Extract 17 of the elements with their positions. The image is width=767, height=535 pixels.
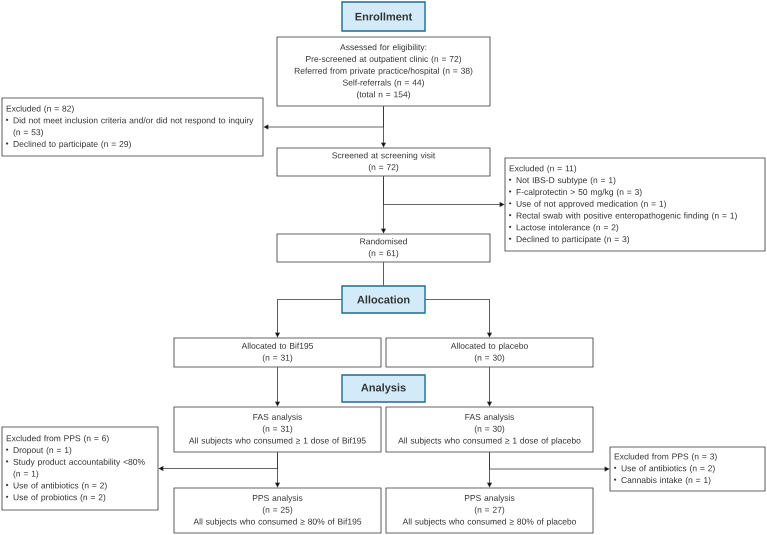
flow-box: Assessed for eligibility: Pre-screened at outpatient clinic (n = 72) Referred from private practice/hospital (n = 38) Self-referrals (n = 44) (total n = 154) [276,36,490,106]
flow-box: Screened at screening visit (n = 72) [276,148,490,176]
exclusion-box: Excluded (n = 11) Not IBS-D subtype (n = 1) F-calprotectin > 50 mg/kg (n = 3) Use of not approved medication (n = 1) Rectal swab with positive enteropathogenic finding (n = 1) Lactose intolerance (n = 2) Declined to participate (n = 3) [504,158,766,252]
exclusion-box: Excluded from PPS (n = 6) Dropout (n = 1) Study product accountability <80% (n = 1) Use of antibiotics (n = 2) Use of probiotics (n = 2) [2,426,158,510]
exclusion-box: Excluded from PPS (n = 3) Use of antibiotics (n = 2) Cannabis intake (n = 1) [610,446,766,492]
flow-box: Allocated to placebo (n = 30) [386,338,594,368]
section-header: Analysis [341,374,426,403]
section-header: Allocation [341,285,426,314]
connector-line [383,262,384,286]
flow-box: PPS analysis (n = 27) All subjects who consumed ≥ 80% of placebo [386,488,594,534]
exclusion-box: Excluded (n = 82) Did not meet inclusion criteria and/or did not respond to inquiry (n = 53) Declined to participate (n = 29) [2,98,264,156]
section-header: Enrollment [341,1,426,32]
flow-box: PPS analysis (n = 25) All subjects who consumed ≥ 80% of Bif195 [174,488,382,534]
flow-box: FAS analysis (n = 31) All subjects who consumed ≥ 1 dose of Bif195 [174,406,382,452]
flow-box: FAS analysis (n = 30) All subjects who consumed ≥ 1 dose of placebo [386,406,594,452]
flow-box: Allocated to Bif195 (n = 31) [174,338,382,368]
flow-box: Randomised (n = 61) [276,234,490,262]
